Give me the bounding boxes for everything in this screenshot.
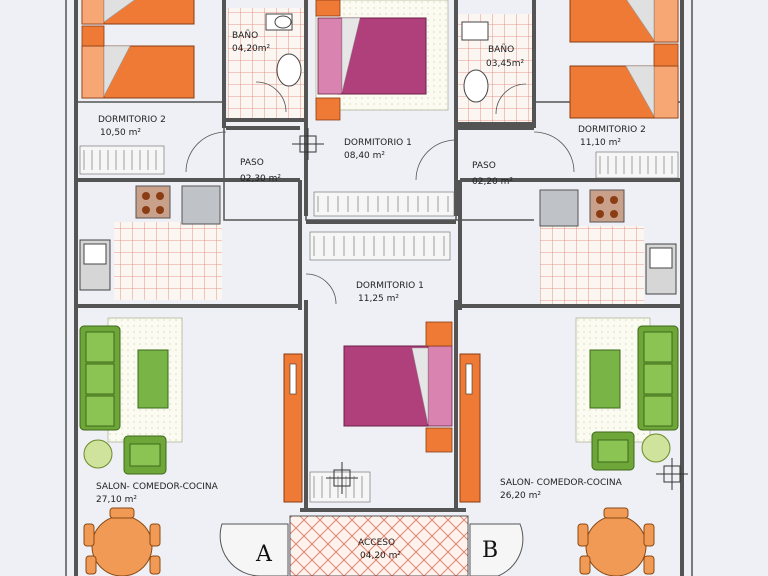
dorm1-top-name: DORMITORIO 1 — [344, 138, 412, 148]
unit-a-label: A — [255, 542, 273, 567]
entrance-door — [283, 353, 481, 503]
dining-table-icon — [83, 507, 655, 576]
salon-b-name: SALON- COMEDOR-COCINA — [500, 478, 623, 488]
dorm2-a-name: DORMITORIO 2 — [98, 115, 166, 125]
dorm2-a-area: 10,50 m² — [100, 128, 141, 138]
nightstand — [81, 25, 105, 47]
bed-icon — [569, 0, 679, 43]
paso-b-name: PASO — [472, 161, 496, 171]
bath-a-area: 04,20m² — [232, 44, 271, 54]
double-bed-icon — [315, 0, 427, 121]
column-mark — [292, 128, 688, 494]
unit-b-label: B — [482, 538, 498, 563]
kitchen-a-floor — [114, 222, 222, 300]
nightstand — [653, 43, 679, 67]
salon-a-area: 27,10 m² — [96, 495, 137, 505]
dorm1-mid-area: 11,25 m² — [358, 294, 399, 304]
paso-b-area: 02,20 m² — [472, 177, 513, 187]
wardrobe — [79, 145, 679, 503]
lamp-table-icon — [641, 433, 671, 463]
dorm1-top-area: 08,40 m² — [344, 151, 385, 161]
bath-b-area: 03,45m² — [486, 59, 525, 69]
stove-icon — [135, 185, 625, 223]
bath-b-name: BAÑO — [488, 44, 514, 55]
dorm1-mid-name: DORMITORIO 1 — [356, 281, 424, 291]
sink-icon — [274, 15, 292, 29]
bed-icon — [81, 0, 195, 25]
sofa-icon — [79, 325, 169, 475]
dorm2-b-name: DORMITORIO 2 — [578, 125, 646, 135]
acceso-floor — [289, 515, 469, 576]
dorm2-b-area: 11,10 m² — [580, 138, 621, 148]
salon-b-area: 26,20 m² — [500, 491, 541, 501]
double-bed-icon — [343, 321, 453, 453]
paso-a-name: PASO — [240, 158, 264, 168]
acceso-name: ACCESO — [358, 538, 395, 548]
paso-a-area: 02,30 m² — [240, 174, 281, 184]
kitchen-b-floor — [540, 226, 644, 304]
door-swing — [185, 81, 575, 305]
lamp-table-icon — [83, 439, 113, 469]
bed-icon — [569, 65, 679, 119]
sofa-icon — [589, 325, 679, 471]
kitchen-sink-icon — [79, 239, 677, 295]
bath-a-name: BAÑO — [232, 30, 258, 41]
kitchen-counter — [181, 185, 579, 227]
bed-icon — [81, 45, 195, 99]
salon-a-name: SALON- COMEDOR-COCINA — [96, 482, 219, 492]
acceso-area: 04,20 m² — [360, 551, 401, 561]
walls — [74, 0, 684, 576]
